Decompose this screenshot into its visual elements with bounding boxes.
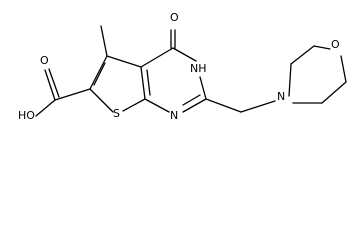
structure-drawing: O NH N S HO O N O — [18, 11, 347, 122]
atom-label-s: S — [113, 107, 120, 120]
bond-c5-c6 — [89, 55, 108, 90]
bond-c2-n — [182, 98, 207, 113]
atom-label-acid-oh: HO — [18, 109, 35, 122]
bond-n-c7a — [144, 98, 170, 113]
bond-c5-c4a — [106, 55, 142, 68]
bond-c4-nh — [172, 47, 197, 62]
bond-cooh-oh — [35, 99, 56, 117]
atom-label-morph-n: N — [277, 90, 285, 103]
bond-methyl — [100, 25, 108, 57]
bond-cooh-o — [44, 69, 56, 101]
bond-morph-n-c1 — [288, 63, 292, 97]
bond-c4a-c4 — [140, 47, 174, 68]
atom-label-nh: NH — [190, 62, 207, 75]
bond-morph-c1-c2 — [290, 45, 315, 65]
atom-label-acid-o: O — [40, 54, 49, 67]
bond-c7a-c4a-inner — [146, 69, 151, 96]
bond-c6-cooh — [54, 88, 91, 101]
atom-label-morph-o: O — [331, 38, 340, 51]
bond-c2-ch2 — [205, 98, 242, 113]
bond-c7a-c4a — [140, 66, 146, 100]
bond-c6-s — [89, 88, 114, 113]
bond-morph-c3-c4 — [321, 81, 347, 104]
molecule-svg: O NH N S HO O N O — [18, 11, 347, 122]
bond-morph-o-c3 — [340, 55, 347, 83]
bond-nh-c2 — [199, 76, 207, 100]
bond-s-c7a — [122, 98, 146, 112]
bond-c2-n-double — [182, 94, 201, 106]
atom-label-ring-n: N — [170, 109, 178, 122]
bond-morph-c2-o — [313, 45, 331, 50]
bond-c5-c6-inner — [93, 62, 106, 86]
bond-ch2-morph-n — [240, 100, 276, 113]
atom-label-oxo-o: O — [170, 11, 179, 24]
bond-cooh-o-double — [48, 68, 60, 98]
